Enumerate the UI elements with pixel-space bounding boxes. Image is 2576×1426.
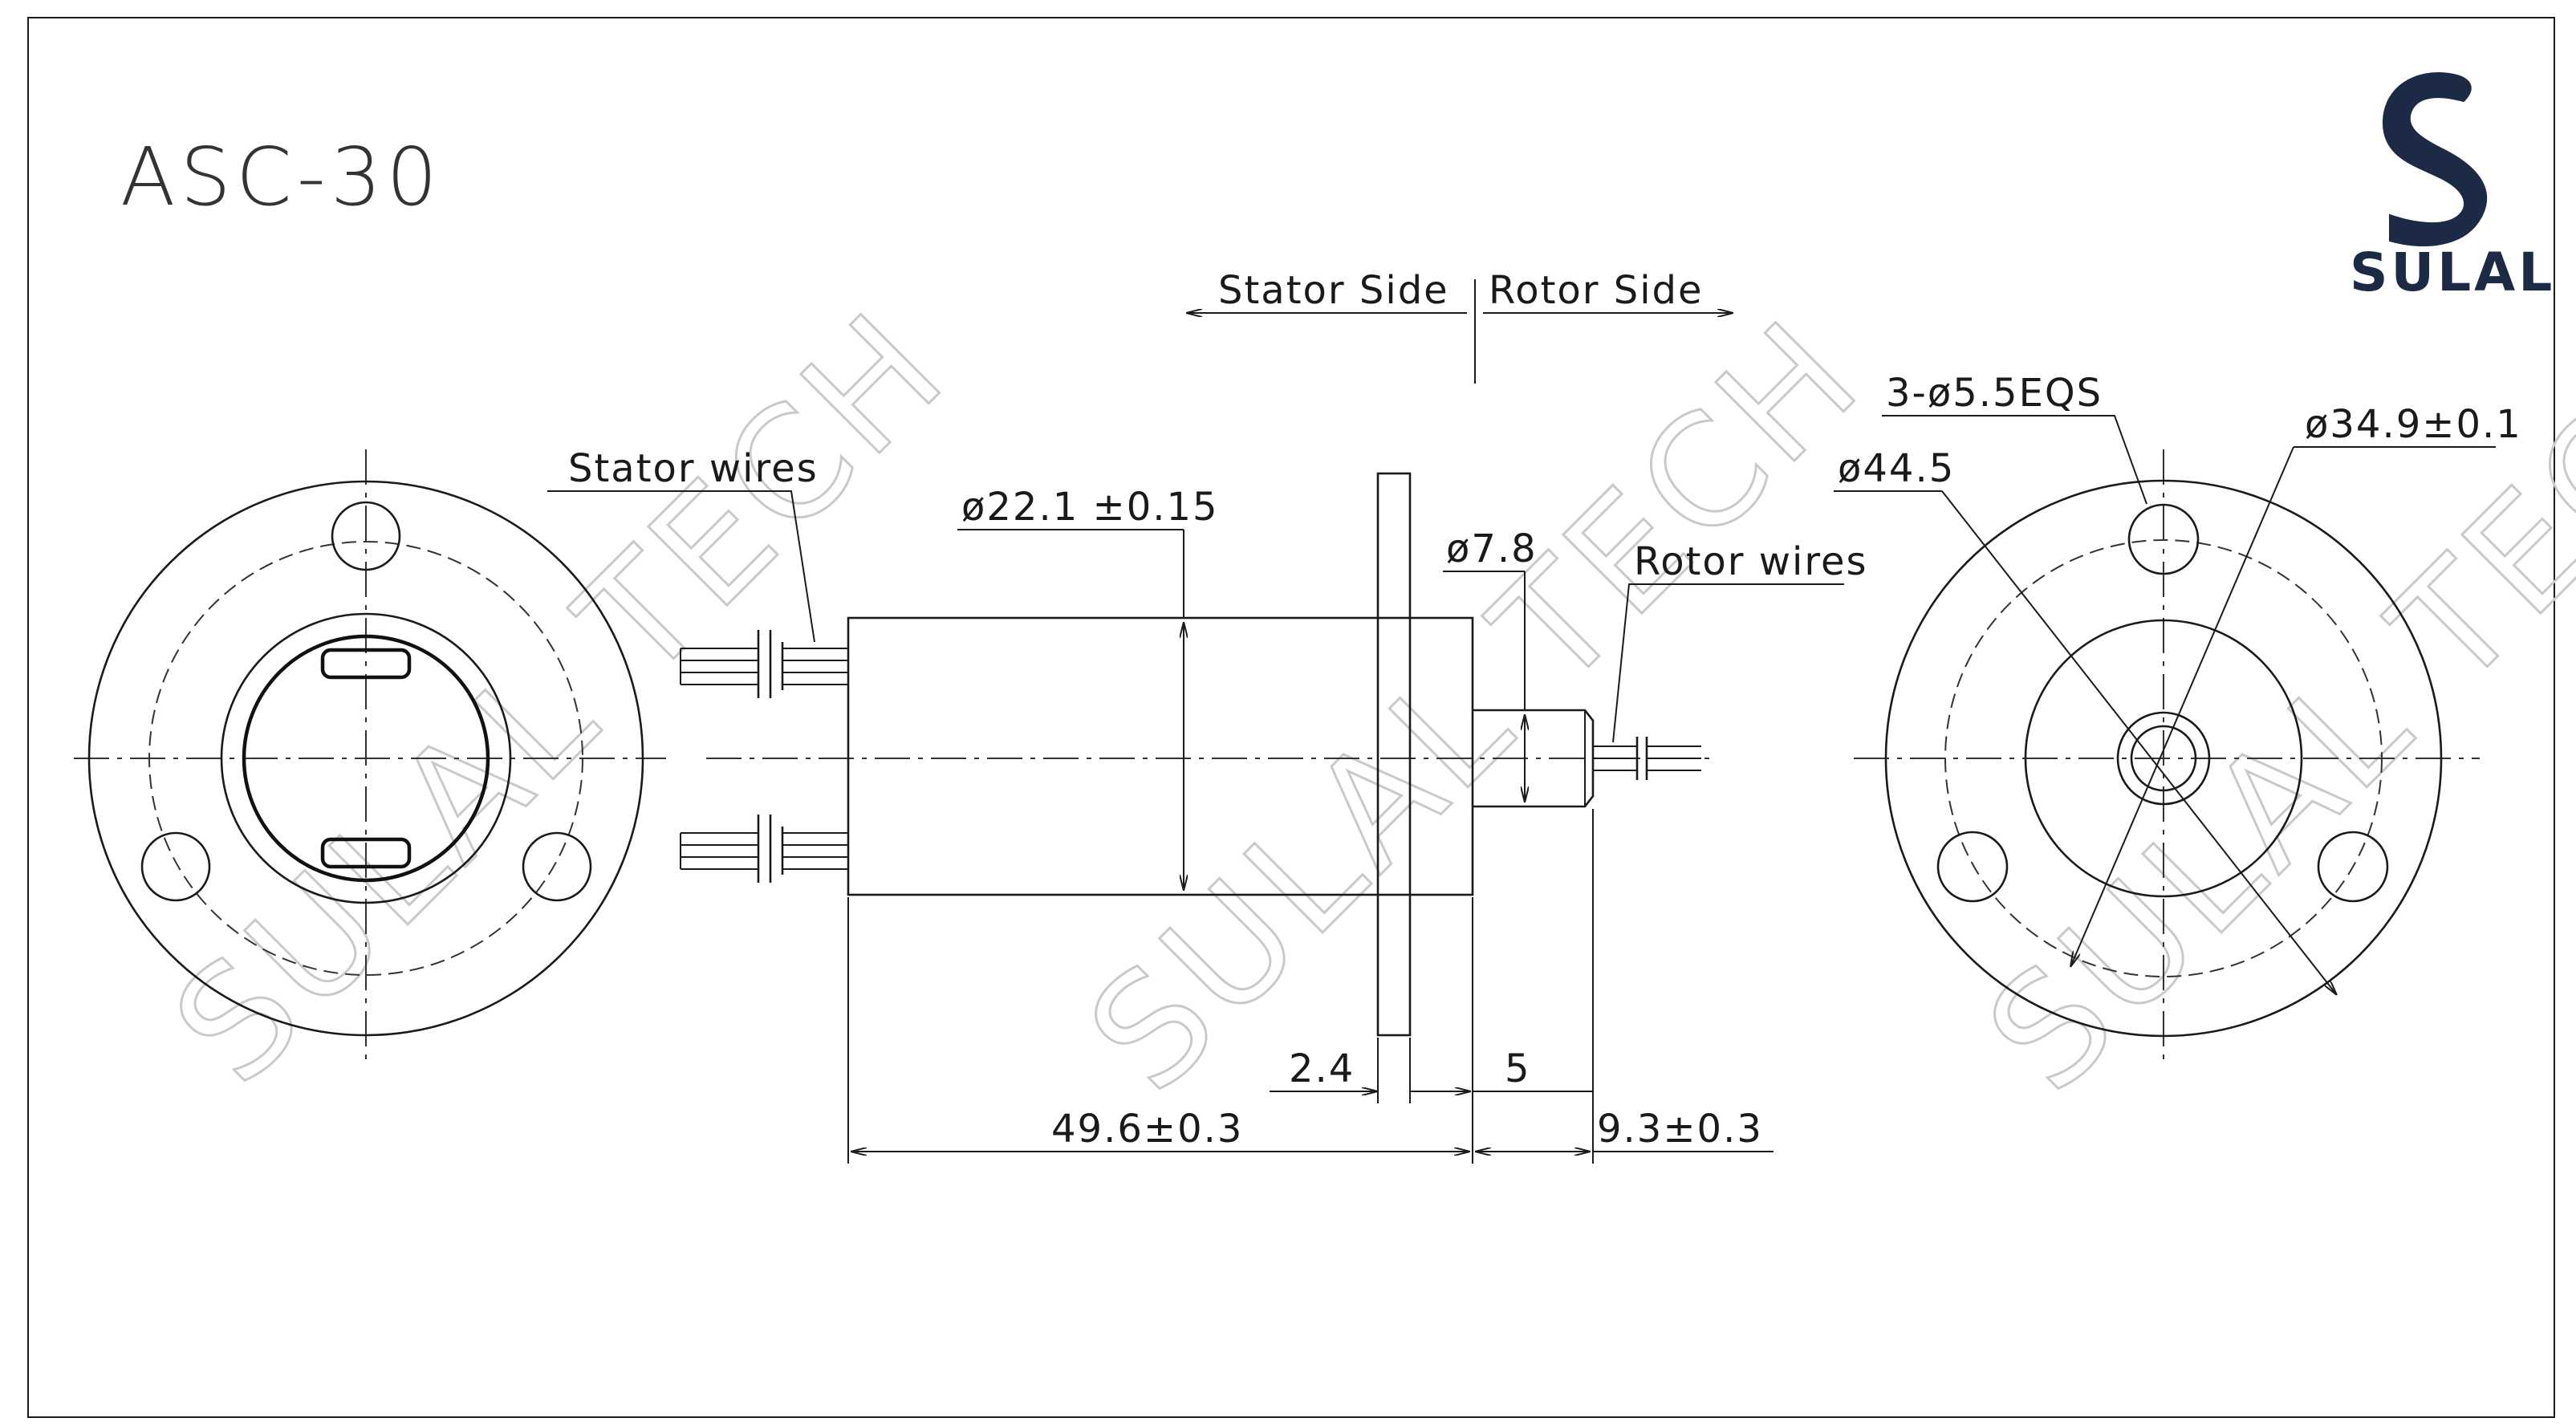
left-hole-left (140, 831, 211, 902)
drawing-border (27, 17, 2555, 1418)
side-view: Stator Side Rotor Side (547, 268, 1868, 1164)
body-diameter-label: ø22.1 ±0.15 (961, 485, 1219, 530)
shaft-length-label: 9.3±0.3 (1597, 1107, 1763, 1152)
left-wire-slot-top (320, 648, 412, 680)
stator-wires-label: Stator wires (568, 446, 819, 491)
flange (1376, 472, 1412, 1037)
stator-side-label: Stator Side (1218, 268, 1449, 313)
left-flange-outline (87, 480, 644, 1037)
right-bolt-circle (1944, 539, 2383, 977)
watermark-left: SULAL TECH (141, 278, 981, 1117)
body-length-label: 49.6±0.3 (1051, 1107, 1243, 1152)
right-end-view: 3-ø5.5EQS ø44.5 ø34.9±0.1 (1834, 371, 2522, 1067)
stator-wires-bottom (680, 815, 848, 883)
mounting-holes-label: 3-ø5.5EQS (1886, 371, 2103, 416)
rotor-wires-leader (1612, 583, 1844, 743)
watermark-center: SULAL TECH (1056, 286, 1895, 1125)
flange-diameter-label: ø44.5 (1838, 446, 1955, 491)
bolt-circle-dim-line (2070, 446, 2294, 967)
left-hole-right (522, 831, 592, 902)
rotor-wires (1593, 737, 1701, 780)
left-hole-top (331, 501, 401, 571)
shaft-diameter-label: ø7.8 (1446, 526, 1538, 571)
right-shaft-inner (2130, 725, 2197, 792)
right-hole-left (1936, 831, 2009, 903)
left-body-inner (242, 634, 490, 883)
left-wire-slot-bottom (320, 837, 412, 869)
brand-logo: SULAL (2350, 72, 2555, 303)
left-bolt-circle (148, 541, 583, 976)
shaft-step-label: 5 (1505, 1046, 1531, 1091)
right-body-circle (2024, 619, 2303, 898)
s-logo-icon (2382, 72, 2487, 246)
rotor-wires-label: Rotor wires (1634, 539, 1868, 584)
rotor-side-label: Rotor Side (1489, 268, 1704, 313)
stator-body (847, 616, 1474, 896)
stator-wires-top (680, 630, 848, 698)
mounting-holes-leader (1882, 415, 2147, 505)
right-shaft-outer (2116, 711, 2211, 806)
right-hole-right (2317, 831, 2389, 903)
right-hole-top (2127, 503, 2200, 575)
brand-name: SULAL (2350, 242, 2555, 303)
bolt-circle-label: ø34.9±0.1 (2305, 402, 2522, 447)
drawing-title: ASC-30 (120, 130, 442, 224)
right-flange-outline (1884, 479, 2443, 1038)
left-end-view (74, 449, 666, 1067)
left-body-outer (220, 612, 512, 904)
flange-diameter-dim-line (1941, 490, 2337, 995)
stator-wires-leader (547, 490, 815, 643)
flange-thickness-label: 2.4 (1289, 1046, 1355, 1091)
